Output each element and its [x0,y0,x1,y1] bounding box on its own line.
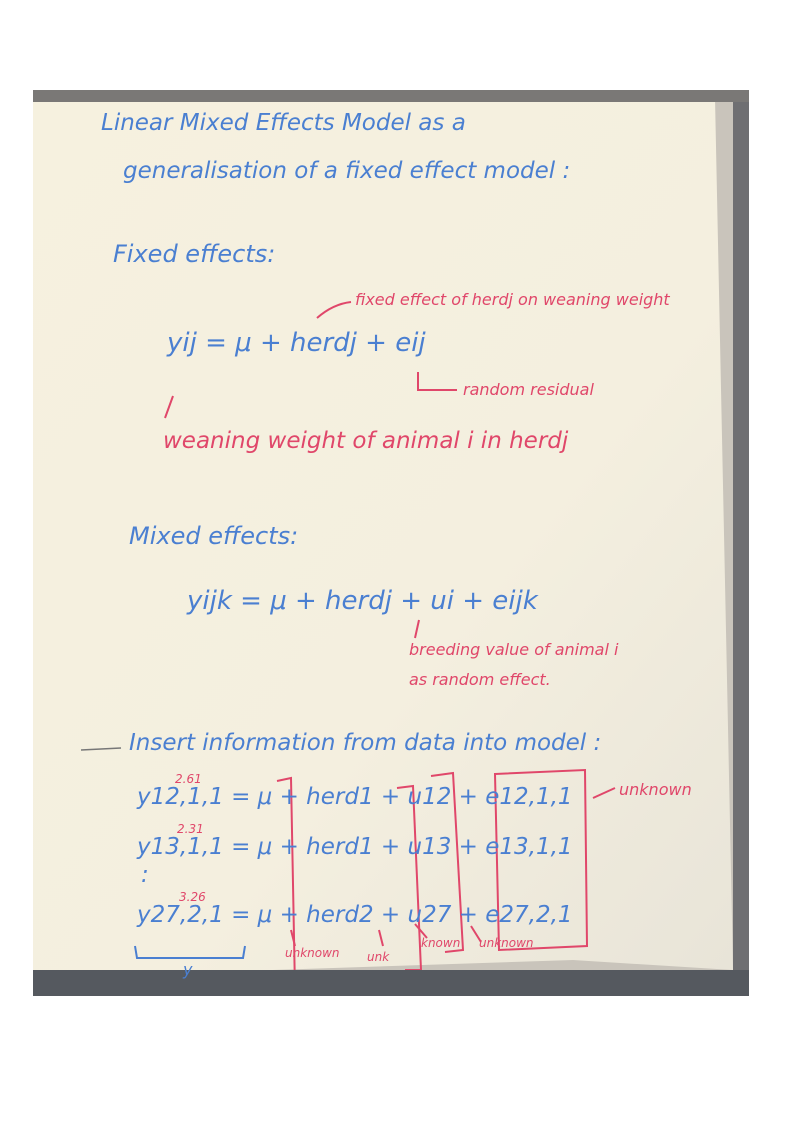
mixed-note-line-2: as random effect. [409,670,551,689]
mixed-heading: Mixed effects: [129,522,299,550]
title-line-2: generalisation of a fixed effect model : [123,158,571,184]
fixed-note-herd: fixed effect of herdj on weaning weight [355,290,670,309]
board-surface [33,98,733,991]
label-unknown-u: unknown [479,936,534,950]
arrow-known [414,923,428,939]
box-u [430,771,465,953]
fixed-note-y: weaning weight of animal i in herdj [163,428,569,454]
arrow-unknown-u [470,925,482,943]
board-frame-bottom [33,970,749,996]
box-e [493,768,589,952]
board-frame-top [33,90,749,102]
row2-value: 2.31 [177,822,204,836]
label-known: known [421,936,461,950]
arrow-residual-note [417,372,457,391]
smudge-line [80,747,122,751]
row1-value: 2.61 [175,772,202,786]
row2-equation: y13,1,1 = μ + herd1 + u13 + e13,1,1 [137,834,573,860]
label-unknown-top: unknown [619,780,692,799]
y-vector-label: y [183,960,193,979]
arrow-unknown-top [592,787,616,799]
whiteboard: Linear Mixed Effects Model as a generali… [33,90,749,996]
arrow-herd-note [316,301,352,319]
arrow-unknown-mu [290,929,296,947]
continuation-dots: : [141,862,149,888]
label-unknown-mu: unknown [285,946,340,960]
fixed-equation: yij = μ + herdj + eij [167,328,426,358]
bracket-y [134,945,246,959]
fixed-note-residual: random residual [463,380,594,399]
board-area [33,98,733,978]
title-line-1: Linear Mixed Effects Model as a [101,110,466,136]
mixed-equation: yijk = μ + herdj + ui + eijk [187,586,538,616]
row3-value: 3.26 [179,890,206,904]
arrow-unknown-herd [378,929,384,947]
arrow-breeding-note [414,619,420,639]
row1-equation: y12,1,1 = μ + herd1 + u12 + e12,1,1 [137,784,573,810]
arrow-y-note [164,395,174,419]
fixed-heading: Fixed effects: [113,240,276,268]
label-unknown-herd: unk [367,950,390,964]
board-frame-right [733,90,749,996]
mixed-note-line-1: breeding value of animal i [409,640,619,659]
insert-heading: Insert information from data into model … [129,730,602,756]
whiteboard-photo: Linear Mixed Effects Model as a generali… [33,90,749,996]
row3-equation: y27,2,1 = μ + herd2 + u27 + e27,2,1 [137,902,573,928]
